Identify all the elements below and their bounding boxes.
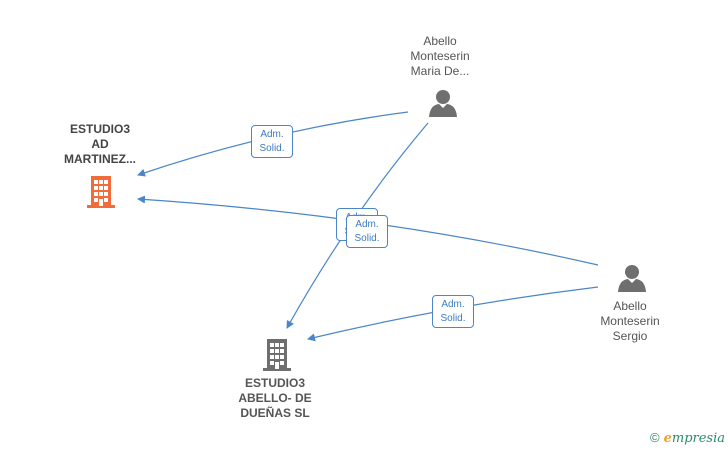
company-label-line: AD [91, 137, 109, 151]
person-icon[interactable] [616, 262, 648, 294]
company-label-line: ESTUDIO3 [244, 376, 305, 390]
company-label-estudio3-ad[interactable]: ESTUDIO3 AD MARTINEZ... [50, 122, 150, 167]
person-label-line: Maria De... [410, 64, 470, 78]
edge-label-maria-estudio3-ad[interactable]: Adm. Solid. [251, 125, 293, 158]
edge-label-role: Solid. [354, 233, 380, 244]
company-label-line: ESTUDIO3 [69, 122, 130, 136]
person-label-line: Sergio [612, 329, 648, 343]
empresia-watermark: ©empresia [650, 430, 725, 446]
edge-label-role: Adm. [355, 219, 379, 230]
edge-label-role: Adm. [260, 129, 284, 140]
brand-logo: empresia [664, 431, 725, 446]
person-icon[interactable] [427, 87, 459, 119]
edge-label-maria-estudio3-abello[interactable]: Adm. Solid. [346, 215, 388, 248]
person-label-line: Abello [613, 299, 647, 313]
company-label-estudio3-abello[interactable]: ESTUDIO3 ABELLO- DE DUEÑAS SL [225, 376, 325, 421]
company-label-line: DUEÑAS SL [240, 406, 310, 420]
edge-label-role: Solid. [440, 313, 466, 324]
edge-label-role: Solid. [259, 143, 285, 154]
person-label-line: Monteserin [410, 49, 470, 63]
building-icon[interactable] [260, 336, 294, 372]
brand-initial: e [663, 431, 672, 446]
building-icon[interactable] [84, 173, 118, 209]
company-label-line: MARTINEZ... [64, 152, 136, 166]
edge-label-role: Adm. [441, 299, 465, 310]
person-label-sergio[interactable]: Abello Monteserin Sergio [580, 299, 680, 344]
person-label-line: Abello [423, 34, 457, 48]
brand-name: mpresia [671, 431, 726, 446]
copyright-symbol: © [650, 430, 660, 445]
edge-label-sergio-estudio3-abello[interactable]: Adm. Solid. [432, 295, 474, 328]
person-label-maria[interactable]: Abello Monteserin Maria De... [390, 34, 490, 79]
person-label-line: Monteserin [600, 314, 660, 328]
company-label-line: ABELLO- DE [238, 391, 312, 405]
